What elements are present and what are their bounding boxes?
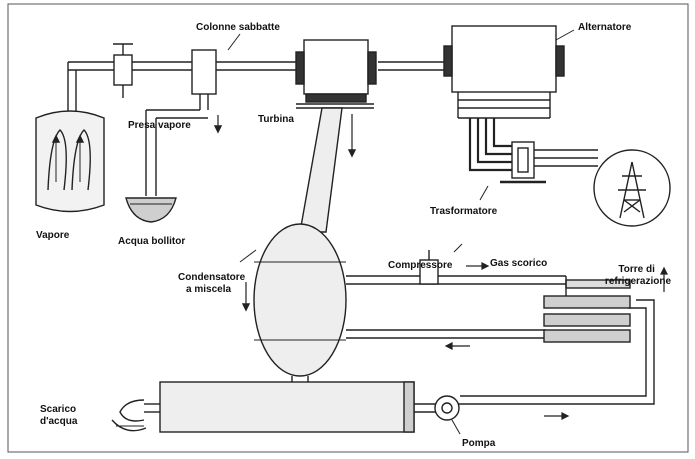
alternator [443,25,575,119]
label-alternator: Alternatore [578,22,632,33]
label-transformer: Trasformatore [430,206,498,217]
label-exhaust: Scarico d'acqua [40,404,79,427]
condensate-column [145,33,241,196]
turbine [295,39,377,109]
cooling-tower [543,276,631,343]
transformer [479,141,598,201]
pylon-circle [593,149,671,227]
label-gas: Gas scorico [490,258,547,269]
mixing-drum [144,381,436,433]
label-condensate-column: Colonne sabbatte [196,22,280,33]
label-boiler-water: Acqua bollitor [118,236,185,247]
flow-arrows [444,262,668,420]
label-condenser: Condensatore a miscela [178,272,248,295]
steam-main-pipe [67,61,450,115]
compressor [419,250,439,285]
label-steam: Vapore [36,230,70,241]
cooling-pipes [346,243,655,405]
label-cooling-tower: Torre di refrigerazione [605,264,672,287]
exhaust-spout [111,399,147,432]
boiler-water-bowl [125,197,177,223]
transformer-cables [468,118,512,172]
steam-trap-valve [113,43,133,98]
exhaust-duct [299,107,357,233]
pump [434,395,461,435]
condenser [239,223,347,384]
label-compressor: Compressore [388,260,453,271]
steam-generator [35,110,105,213]
label-turbine: Turbina [258,114,294,125]
label-steam-trap: Presa vapore [128,120,191,131]
label-pump: Pompa [462,438,496,449]
diagram-frame [7,3,689,453]
